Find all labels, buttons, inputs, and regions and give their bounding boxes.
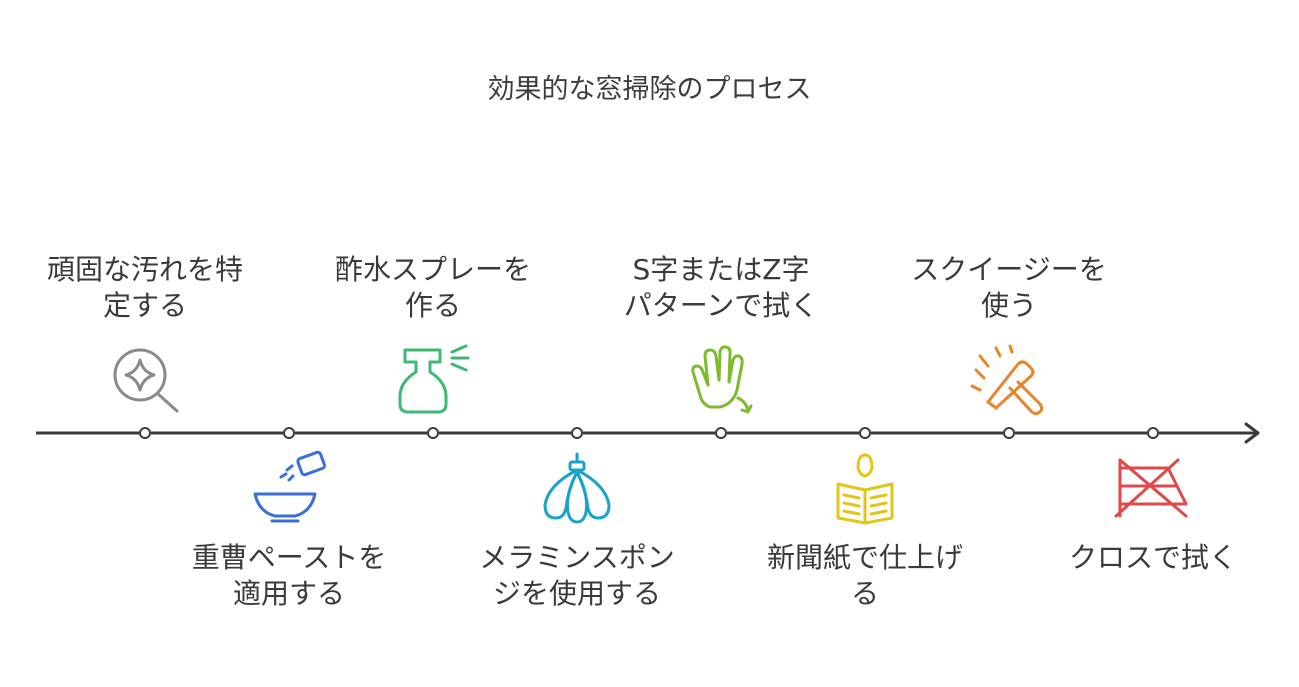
timeline-node-4 xyxy=(571,427,583,439)
bowl-powder-icon xyxy=(253,450,327,523)
timeline-node-8 xyxy=(1147,427,1159,439)
timeline-node-5 xyxy=(715,427,727,439)
step-1-line1: 頑固な汚れを特 xyxy=(46,253,243,286)
step-6-label: 新聞紙で仕上げ る xyxy=(735,540,995,612)
timeline-arrowhead xyxy=(1244,422,1260,444)
step-8-line1: クロスで拭く xyxy=(1068,541,1237,574)
magnifier-sparkle-icon xyxy=(113,348,179,413)
newspaper-icon xyxy=(836,453,894,525)
timeline-node-3 xyxy=(427,427,439,439)
step-2-line1: 重曹ペーストを xyxy=(191,541,387,574)
step-3-line2: 作る xyxy=(404,289,461,322)
step-7-line2: 使う xyxy=(980,289,1037,322)
sponge-icon xyxy=(543,452,611,524)
step-5-label: S字またはZ字 パターンで拭く xyxy=(591,252,851,324)
step-1-line2: 定する xyxy=(102,289,187,322)
step-8-label: クロスで拭く xyxy=(1023,540,1283,576)
step-5-line1: S字またはZ字 xyxy=(632,253,810,286)
step-2-label: 重曹ペーストを 適用する xyxy=(159,540,419,612)
step-5-line2: パターンで拭く xyxy=(623,289,819,322)
step-3-line1: 酢水スプレーを xyxy=(334,253,531,286)
hand-wipe-icon xyxy=(691,345,753,414)
cloth-crossed-icon xyxy=(1114,458,1188,518)
step-7-line1: スクイージーを xyxy=(911,253,1107,286)
step-6-line1: 新聞紙で仕上げ xyxy=(766,541,963,574)
timeline-node-7 xyxy=(1003,427,1015,439)
spray-bottle-icon xyxy=(398,344,470,414)
diagram-title: 効果的な窓掃除のプロセス xyxy=(487,74,812,105)
step-4-label: メラミンスポン ジを使用する xyxy=(447,540,707,612)
squeegee-icon xyxy=(970,344,1044,416)
step-4-line1: メラミンスポン xyxy=(479,541,675,574)
timeline-node-6 xyxy=(859,427,871,439)
timeline-node-1 xyxy=(139,427,151,439)
timeline-node-2 xyxy=(283,427,295,439)
step-3-label: 酢水スプレーを 作る xyxy=(303,252,563,324)
step-7-label: スクイージーを 使う xyxy=(879,252,1139,324)
step-2-line2: 適用する xyxy=(232,577,345,610)
step-4-line2: ジを使用する xyxy=(492,577,661,610)
step-6-line2: る xyxy=(850,577,879,610)
step-1-label: 頑固な汚れを特 定する xyxy=(15,252,275,324)
